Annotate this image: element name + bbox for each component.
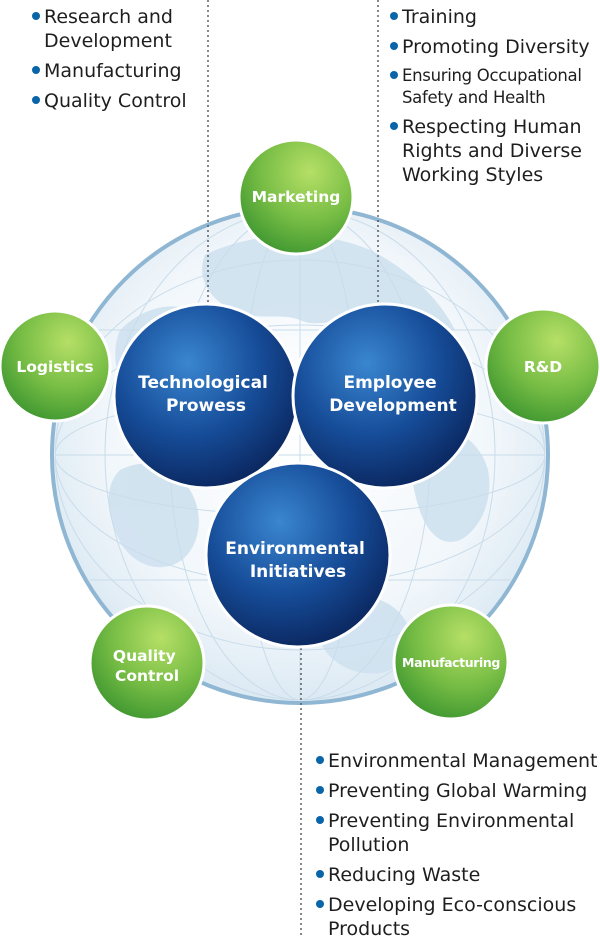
list-item: Research and Development — [30, 5, 205, 53]
environment-topics-list: Environmental Management Preventing Glob… — [314, 749, 600, 947]
list-item: Quality Control — [30, 89, 205, 113]
list-item: Promoting Diversity — [388, 35, 598, 59]
core-employee-line-2: Development — [329, 396, 456, 416]
function-quality-control-label: Quality Control — [113, 647, 181, 685]
core-environment: Environmental Initiatives — [204, 461, 392, 649]
function-logistics: Logistics — [0, 309, 112, 423]
core-employee-label: Employee Development — [329, 373, 456, 416]
function-quality-control-line-1: Quality — [113, 647, 176, 665]
core-environment-line-2: Initiatives — [250, 562, 346, 582]
function-manufacturing-label: Manufacturing — [402, 655, 500, 670]
function-rd-label: R&D — [524, 358, 562, 376]
core-employee: Employee Development — [291, 302, 479, 490]
list-item: Ensuring Occupational Safety and Health — [388, 65, 598, 109]
function-logistics-label: Logistics — [16, 358, 93, 376]
connector-lines — [207, 0, 379, 938]
list-item: Preventing Environmental Pollution — [314, 809, 600, 857]
list-item: Respecting Human Rights and Diverse Work… — [388, 115, 598, 187]
function-manufacturing: Manufacturing — [392, 603, 510, 721]
core-technology-line-2: Prowess — [166, 396, 246, 416]
list-item: Preventing Global Warming — [314, 779, 600, 803]
list-item: Developing Eco-conscious Products — [314, 893, 600, 941]
core-environment-label: Environmental Initiatives — [225, 539, 370, 582]
list-item: Manufacturing — [30, 59, 205, 83]
function-marketing-line-1: Marketing — [252, 188, 341, 206]
function-rd: R&D — [484, 307, 600, 425]
technology-topics-list: Research and Development Manufacturing Q… — [30, 5, 205, 119]
core-technology-line-1: Technological — [138, 373, 268, 393]
core-employee-line-1: Employee — [343, 373, 436, 393]
core-technology: Technological Prowess — [112, 302, 300, 490]
list-item: Reducing Waste — [314, 863, 600, 887]
function-manufacturing-line-1: Manufacturing — [402, 655, 500, 670]
core-technology-label: Technological Prowess — [138, 373, 274, 416]
list-item: Environmental Management — [314, 749, 600, 773]
function-marketing: Marketing — [237, 138, 355, 256]
function-rd-line-1: R&D — [524, 358, 562, 376]
core-environment-line-1: Environmental — [225, 539, 365, 559]
function-marketing-label: Marketing — [252, 188, 341, 206]
function-quality-control: Quality Control — [88, 604, 206, 722]
function-quality-control-line-2: Control — [115, 667, 179, 685]
employee-topics-list: Training Promoting Diversity Ensuring Oc… — [388, 5, 598, 193]
list-item: Training — [388, 5, 598, 29]
function-logistics-line-1: Logistics — [16, 358, 93, 376]
